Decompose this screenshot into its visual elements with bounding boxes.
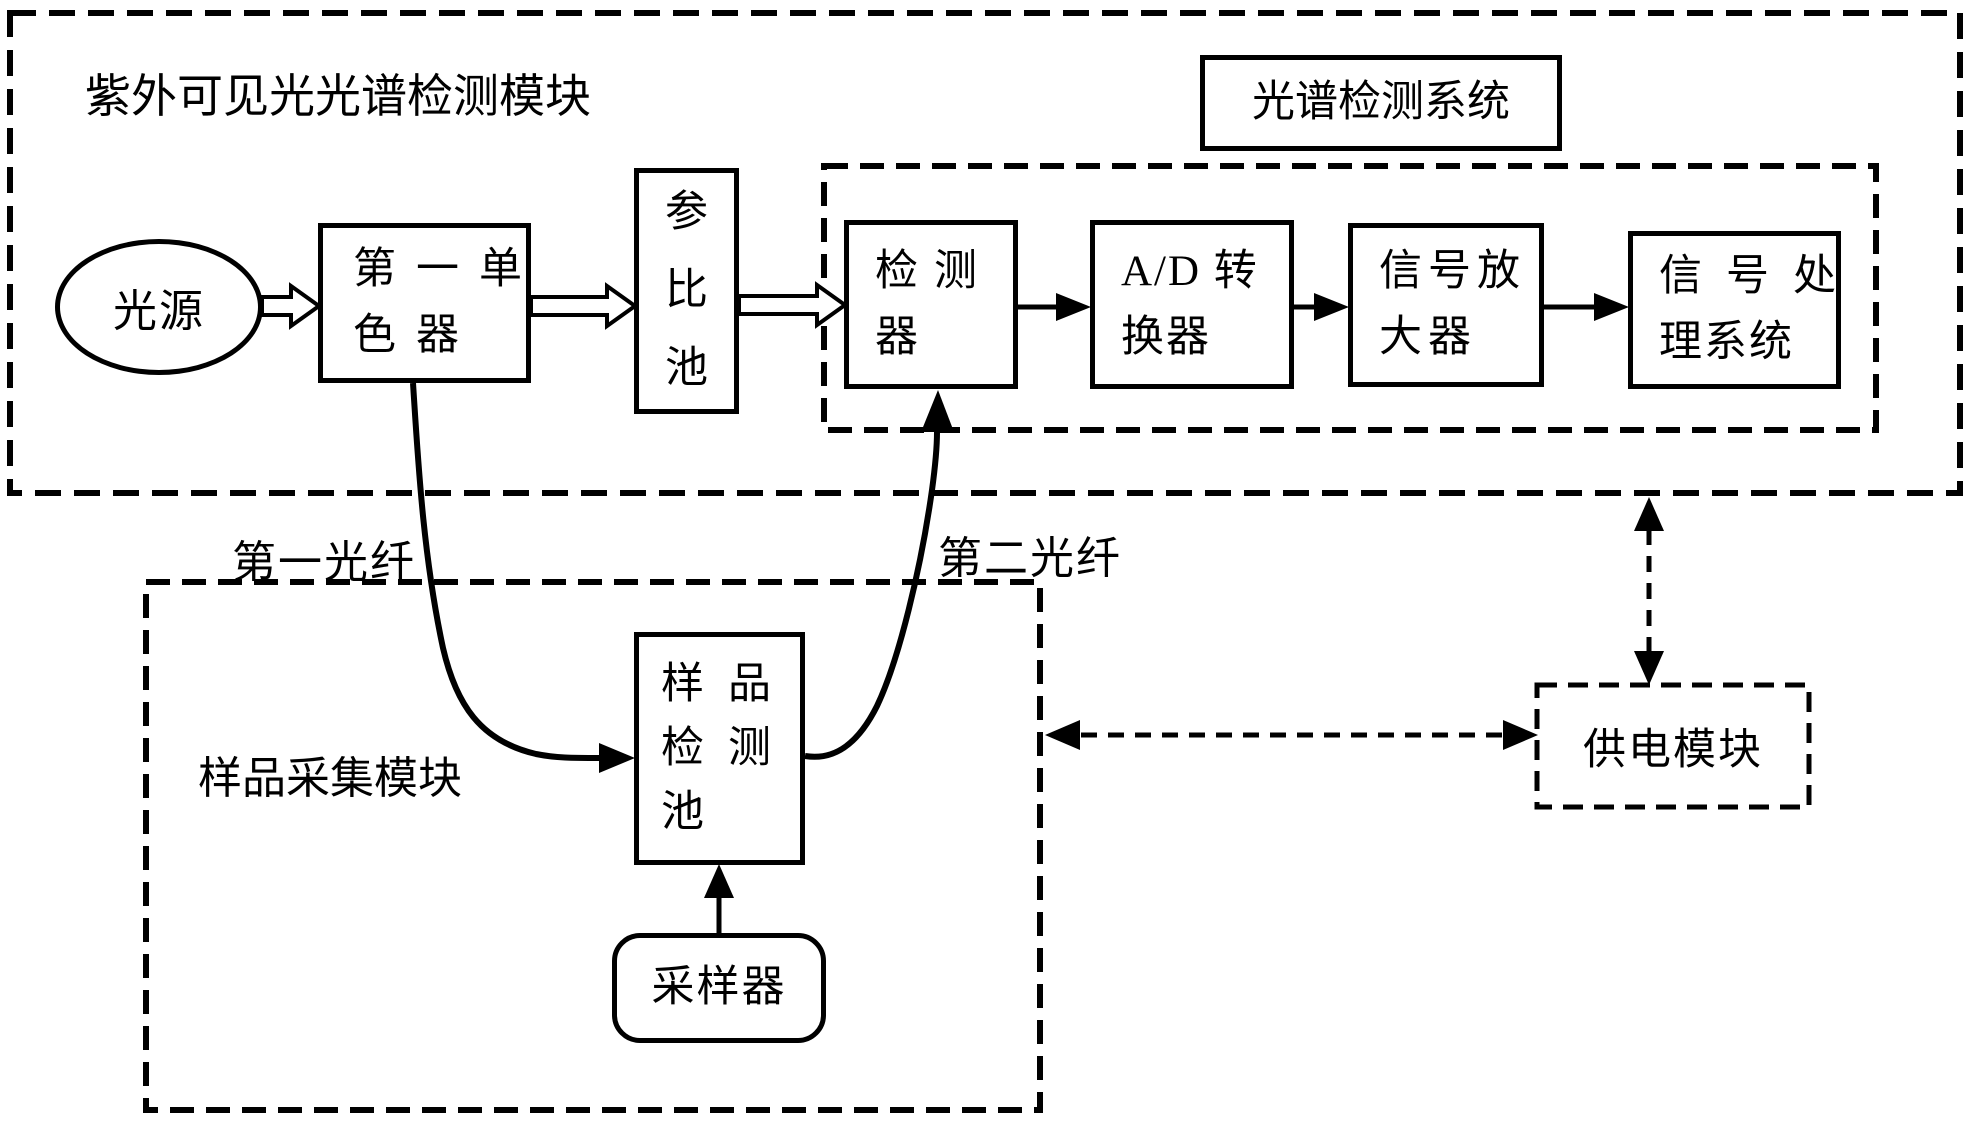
detector-node: 检测 器	[844, 220, 1018, 389]
power-link-horizontal	[1045, 720, 1538, 750]
arrow-monochromator-to-refcell	[529, 282, 639, 330]
light-source-node: 光源	[55, 239, 263, 375]
arrow-source-to-monochromator	[260, 282, 323, 330]
arrow-adc-to-amplifier	[1294, 293, 1349, 321]
first-fiber-label: 第一光纤	[232, 538, 416, 587]
spectrum-system-title: 光谱检测系统	[1252, 79, 1510, 126]
reference-cell-line1: 参	[665, 189, 708, 236]
arrow-refcell-to-detector	[737, 281, 849, 329]
light-source-label: 光源	[113, 287, 205, 336]
second-fiber-curve	[804, 390, 954, 760]
reference-cell-line2: 比	[665, 267, 708, 314]
second-fiber-label: 第二光纤	[938, 534, 1122, 583]
sample-cell-line1: 样品	[661, 660, 795, 708]
processor-node: 信号处 理系统	[1628, 231, 1841, 389]
reference-cell-line3: 池	[665, 345, 708, 392]
sample-cell-node: 样品 检测 池	[634, 632, 805, 865]
adc-line1: A/D 转	[1121, 247, 1259, 295]
monochromator-line2: 色器	[353, 312, 479, 359]
adc-line2: 换器	[1121, 313, 1211, 361]
detector-line1: 检测	[875, 247, 993, 295]
arrow-detector-to-adc	[1018, 293, 1091, 321]
amplifier-line1: 信号放	[1379, 248, 1526, 295]
sample-module-box	[143, 579, 1043, 1113]
sample-module-title: 样品采集模块	[198, 754, 462, 803]
detector-line2: 器	[875, 313, 918, 361]
arrow-amplifier-to-processor	[1544, 293, 1629, 321]
amplifier-node: 信号放 大器	[1348, 223, 1544, 387]
arrow-sampler-to-sample-cell	[704, 864, 734, 933]
processor-line2: 理系统	[1659, 319, 1794, 366]
monochromator-line1: 第一单	[353, 246, 542, 293]
amplifier-line2: 大器	[1379, 314, 1477, 361]
reference-cell-node: 参 比 池	[634, 168, 739, 414]
power-link-vertical	[1634, 497, 1664, 685]
sample-cell-line2: 检测	[661, 724, 795, 772]
adc-node: A/D 转 换器	[1090, 220, 1294, 389]
monochromator-node: 第一单 色器	[318, 223, 531, 383]
uv-module-title: 紫外可见光光谱检测模块	[85, 71, 591, 122]
processor-line1: 信号处	[1659, 253, 1860, 300]
power-module-label: 供电模块	[1583, 727, 1763, 774]
spectrum-system-title-box: 光谱检测系统	[1200, 55, 1562, 151]
sample-cell-line3: 池	[661, 788, 704, 836]
sampler-node: 采样器	[612, 933, 826, 1043]
first-fiber-curve	[410, 382, 635, 773]
sampler-label: 采样器	[651, 964, 787, 1011]
